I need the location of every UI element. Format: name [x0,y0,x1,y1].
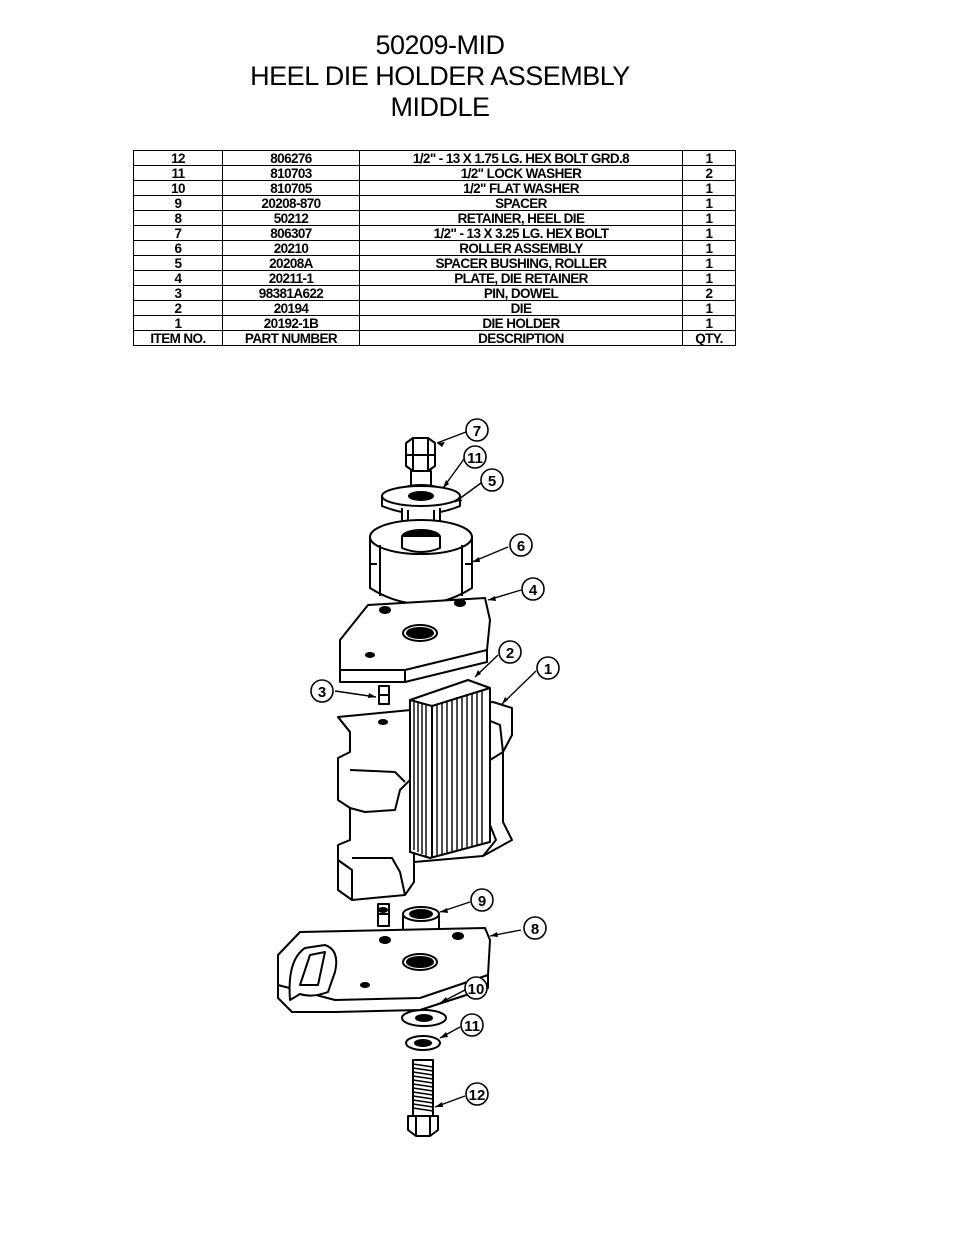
balloon-item-6: 6 [509,533,533,557]
balloon-item-3: 3 [310,679,334,703]
svg-text:11: 11 [464,1018,480,1035]
bom-description: PLATE, DIE RETAINER [359,270,683,286]
bom-description: 1/2" - 13 X 1.75 LG. HEX BOLT GRD.8 [359,150,683,166]
bom-description: PIN, DOWEL [359,285,683,301]
hex-bolt-top-part [405,437,436,492]
dowel-pin-lower-part [377,903,390,927]
assembly-variant-title: MIDDLE [390,92,490,122]
svg-text:5: 5 [488,473,496,490]
part-number-title: 50209-MID [375,30,505,60]
roller-assembly-part [369,519,473,605]
bom-header-part: PART NUMBER [222,330,360,346]
die-part [409,679,491,859]
assembly-name-title: HEEL DIE HOLDER ASSEMBLY [250,61,630,91]
svg-text:6: 6 [517,538,525,555]
svg-text:8: 8 [531,921,539,938]
bom-part-number: 20194 [222,300,360,316]
svg-text:7: 7 [473,423,481,440]
balloon-item-2: 2 [498,640,522,664]
hex-bolt-bottom-part [407,1059,439,1137]
balloon-item-11-upper: 11 [463,445,487,469]
svg-text:11: 11 [467,450,483,467]
bom-part-number: 98381A622 [222,285,360,301]
balloon-item-1: 1 [536,656,560,680]
balloon-item-10: 10 [464,976,488,1000]
balloon-item-9: 9 [470,888,494,912]
svg-text:10: 10 [468,981,485,998]
bom-header-row: ITEM NO. PART NUMBER DESCRIPTION QTY. [133,330,736,346]
balloon-item-12: 12 [465,1082,489,1106]
svg-text:1: 1 [544,661,552,678]
bom-header-qty: QTY. [682,330,736,346]
bom-part-number: 20192-1B [222,315,360,331]
drawing-title: 50209-MID HEEL DIE HOLDER ASSEMBLY MIDDL… [0,30,880,123]
bom-description: 1/2" - 13 X 3.25 LG. HEX BOLT [359,225,683,241]
bom-header-item: ITEM NO. [133,330,223,346]
balloon-item-4: 4 [521,577,545,601]
svg-text:4: 4 [529,582,538,599]
bom-part-number: 810703 [222,165,360,181]
svg-text:9: 9 [478,893,486,910]
lock-washer-lower-part [405,1035,441,1051]
flat-washer-part [401,1009,447,1027]
bom-description: ROLLER ASSEMBLY [359,240,683,256]
svg-text:2: 2 [506,645,514,662]
bom-part-number: 20208-870 [222,195,360,211]
balloon-item-7: 7 [465,418,489,442]
balloon-item-5: 5 [480,468,504,492]
heel-die-retainer-part [277,927,491,1013]
balloon-item-8: 8 [523,916,547,940]
svg-text:3: 3 [318,684,326,701]
balloon-item-11-lower: 11 [460,1013,484,1037]
die-retainer-plate-part [339,597,491,683]
svg-text:12: 12 [469,1087,486,1104]
dowel-pin-upper-part [378,685,390,705]
